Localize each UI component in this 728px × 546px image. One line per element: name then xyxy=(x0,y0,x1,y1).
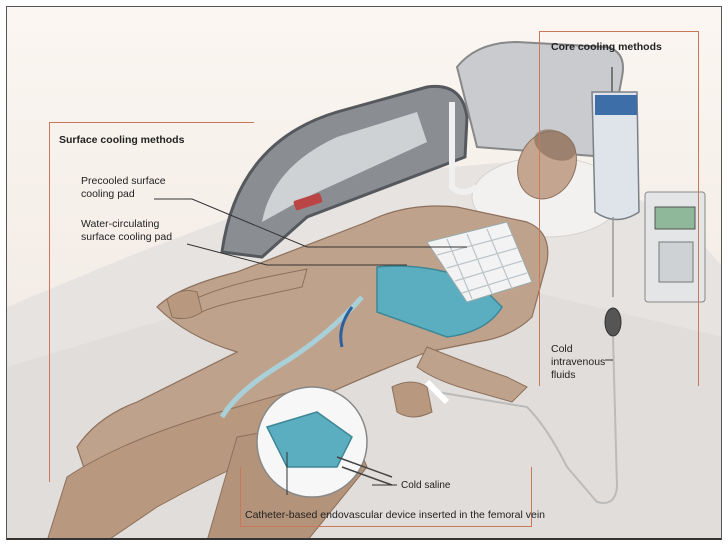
water-pad-label-2: surface cooling pad xyxy=(81,231,173,243)
iv-fluids-label-1: Cold xyxy=(551,343,573,355)
core-methods-box xyxy=(539,31,699,386)
precooled-cooling-pad xyxy=(426,221,533,303)
core-methods-title: Core cooling methods xyxy=(551,41,662,53)
surface-methods-box xyxy=(49,122,254,482)
leader-lines xyxy=(154,198,613,495)
precooled-pad-label-1: Precooled surface xyxy=(81,175,166,187)
cold-saline-label: Cold saline xyxy=(401,480,451,491)
water-pad-label-1: Water-circulating xyxy=(81,218,160,230)
catheter-device xyxy=(219,295,393,498)
iv-fluids-label-3: fluids xyxy=(551,369,576,381)
iv-bag xyxy=(436,67,640,504)
catheter-device-label: Catheter-based endovascular device inser… xyxy=(245,509,546,521)
illustration-scene xyxy=(7,40,721,538)
illustration-frame: Surface cooling methods Precooled surfac… xyxy=(6,6,722,540)
iv-fluids-label-2: intravenous xyxy=(551,356,606,368)
precooled-pad-label-2: cooling pad xyxy=(81,188,135,200)
iv-tape xyxy=(424,379,450,405)
catheter-box xyxy=(240,467,532,527)
infusion-pump xyxy=(644,191,706,303)
breathing-tube xyxy=(449,102,479,195)
surface-methods-title: Surface cooling methods xyxy=(59,134,185,146)
